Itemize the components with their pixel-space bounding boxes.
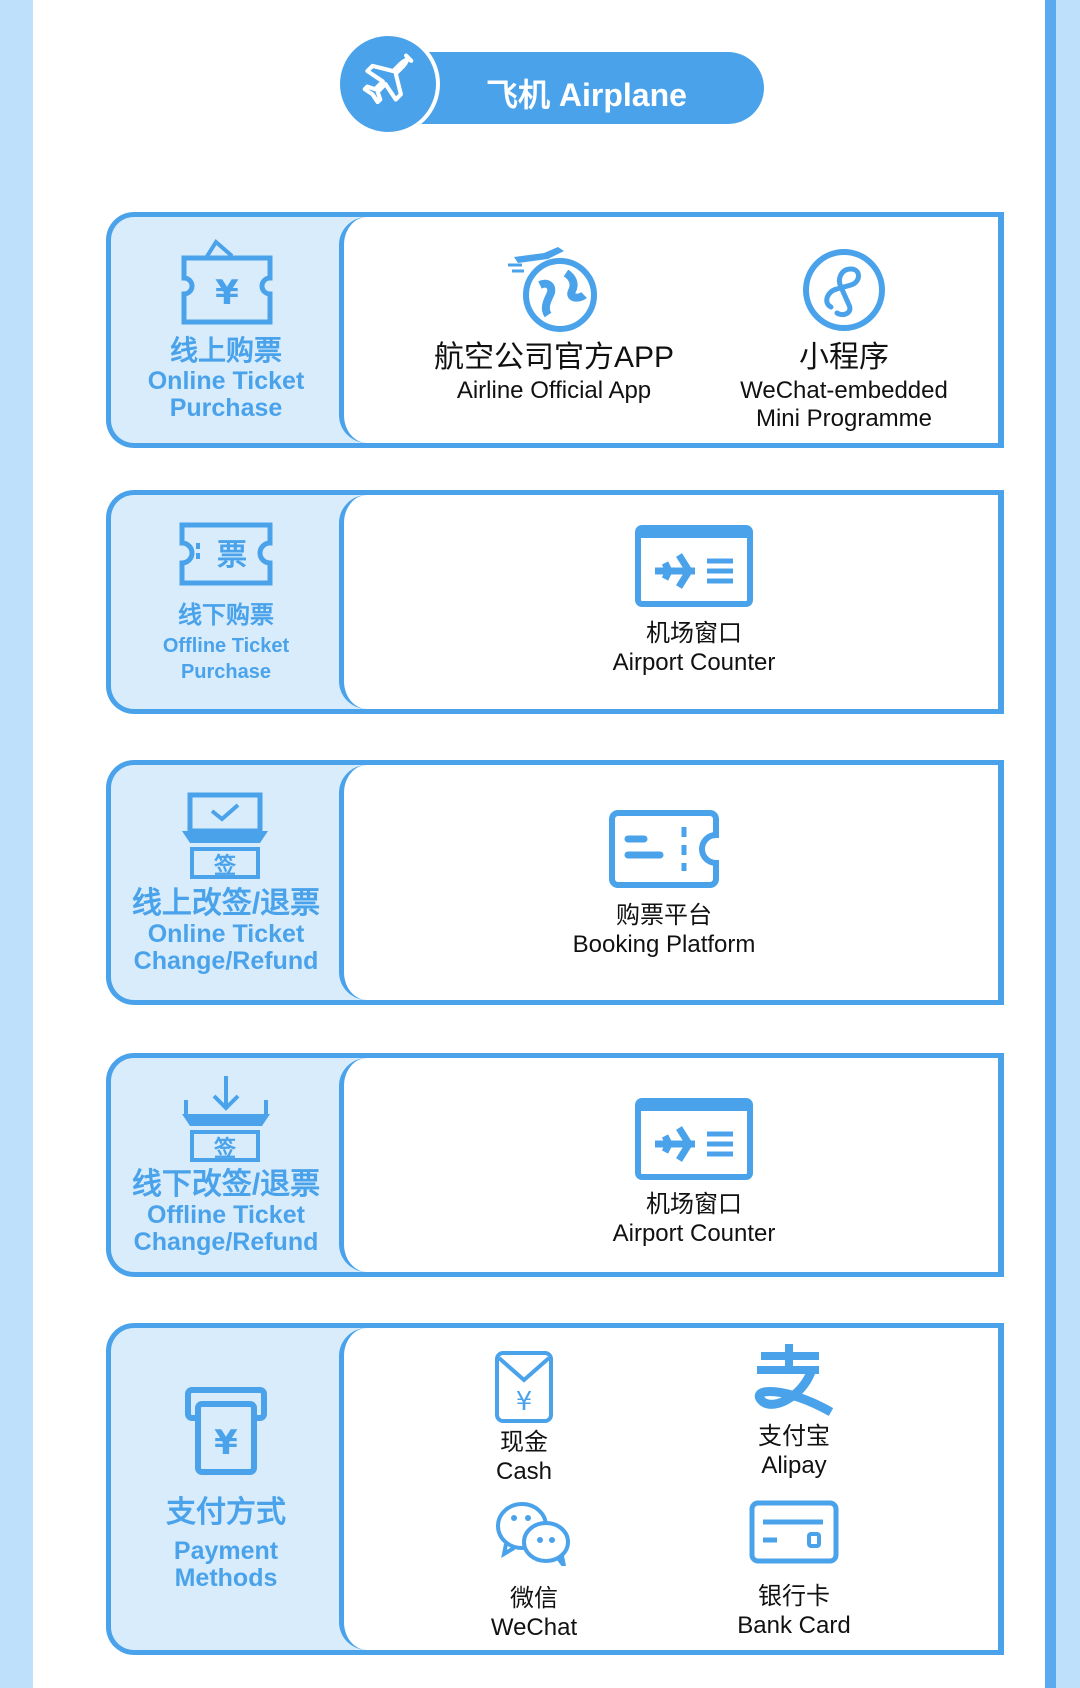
section-options: 机场窗口 Airport Counter xyxy=(339,495,998,709)
laptop-sign-icon: 签 xyxy=(182,792,268,879)
label-en2: Change/Refund xyxy=(133,1228,319,1256)
svg-text:¥: ¥ xyxy=(516,1387,533,1417)
section-options: 购票平台 Booking Platform xyxy=(339,765,998,1000)
label-en1: Online Ticket xyxy=(147,919,305,948)
label-en1: Offline Ticket xyxy=(162,635,290,657)
section-label: ¥ 线上购票 Online Ticket Purchase xyxy=(111,217,341,443)
ticket-platform-icon xyxy=(609,810,719,888)
option-mini-program[interactable]: 小程序 WeChat-embedded Mini Programme xyxy=(704,245,984,433)
option-en: Alipay xyxy=(761,1452,827,1479)
option-en: Cash xyxy=(495,1458,553,1485)
option-cash[interactable]: ¥ 现金 Cash xyxy=(454,1350,594,1486)
cash-envelope-icon: ¥ xyxy=(495,1351,553,1423)
section-offline-purchase: 票 线下购票 Offline Ticket Purchase 机场窗口 Airp… xyxy=(106,490,1004,714)
option-en: Airline Official App xyxy=(456,377,652,404)
section-label: 票 线下购票 Offline Ticket Purchase xyxy=(111,495,341,709)
section-label: 签 线上改签/退票 Online Ticket Change/Refund xyxy=(111,765,341,1000)
label-en2: Methods xyxy=(174,1564,278,1592)
download-sign-icon: 签 xyxy=(182,1076,270,1162)
section-payment-methods: ¥ 支付方式 Payment Methods ¥ 现金 Cash 支付宝 Ali… xyxy=(106,1323,1004,1655)
option-zh: 现金 xyxy=(500,1429,548,1456)
option-en: WeChat-embedded xyxy=(740,377,948,404)
label-zh: 线下购票 xyxy=(178,602,274,629)
section-header: 飞机 Airplane xyxy=(336,32,764,136)
boarding-pass-icon xyxy=(635,1098,753,1180)
label-en1: Offline Ticket xyxy=(147,1201,305,1229)
option-airline-app[interactable]: 航空公司官方APP Airline Official App xyxy=(414,245,694,405)
section-label: ¥ 支付方式 Payment Methods xyxy=(111,1328,341,1650)
option-airport-counter[interactable]: 机场窗口 Airport Counter xyxy=(544,525,844,677)
label-en2: Change/Refund xyxy=(133,946,319,975)
option-zh: 银行卡 xyxy=(758,1583,830,1610)
option-en: WeChat xyxy=(490,1614,578,1641)
label-zh: 支付方式 xyxy=(166,1496,286,1529)
icon-glyph: 签 xyxy=(213,1136,237,1162)
section-label: 签 线下改签/退票 Offline Ticket Change/Refund xyxy=(111,1058,341,1272)
option-en: Booking Platform xyxy=(572,931,756,958)
icon-glyph: 票 xyxy=(217,538,247,573)
icon-glyph: 签 xyxy=(213,853,237,879)
option-en2: Mini Programme xyxy=(755,405,933,432)
atm-yen-icon: ¥ xyxy=(185,1387,267,1475)
airplane-icon xyxy=(336,32,440,136)
option-airport-counter[interactable]: 机场窗口 Airport Counter xyxy=(544,1098,844,1248)
ticket-piao-icon: 票 xyxy=(179,522,273,586)
svg-text:¥: ¥ xyxy=(214,1423,238,1463)
label-zh: 线上改签/退票 xyxy=(131,886,321,920)
option-en: Bank Card xyxy=(737,1612,851,1639)
option-alipay[interactable]: 支付宝 Alipay xyxy=(724,1342,864,1480)
label-en2: Purchase xyxy=(169,394,283,422)
label-en1: Payment xyxy=(173,1537,279,1565)
ticket-yen-icon: ¥ xyxy=(181,238,273,325)
section-offline-change: 签 线下改签/退票 Offline Ticket Change/Refund 机… xyxy=(106,1053,1004,1277)
option-zh: 购票平台 xyxy=(616,902,712,929)
option-bank-card[interactable]: 银行卡 Bank Card xyxy=(704,1500,884,1640)
wechat-icon xyxy=(496,1502,570,1566)
mini-program-icon xyxy=(803,249,885,331)
option-zh: 机场窗口 xyxy=(646,620,742,647)
section-options: ¥ 现金 Cash 支付宝 Alipay 微信 WeChat 银行卡 Bank … xyxy=(339,1328,998,1650)
label-en1: Online Ticket xyxy=(147,367,305,395)
right-border xyxy=(1045,0,1056,1688)
option-zh: 航空公司官方APP xyxy=(433,341,675,374)
globe-plane-icon xyxy=(508,247,597,332)
boarding-pass-icon xyxy=(635,525,753,607)
option-zh: 小程序 xyxy=(799,341,889,374)
label-zh: 线上购票 xyxy=(169,335,282,366)
option-zh: 支付宝 xyxy=(758,1423,830,1450)
alipay-icon xyxy=(754,1344,834,1416)
section-online-change: 签 线上改签/退票 Online Ticket Change/Refund 购票… xyxy=(106,760,1004,1005)
label-en2: Purchase xyxy=(180,661,272,683)
label-zh: 线下改签/退票 xyxy=(131,1168,321,1201)
bank-card-icon xyxy=(749,1500,839,1564)
option-zh: 微信 xyxy=(510,1585,558,1612)
header-title: 飞机 Airplane xyxy=(486,77,687,113)
section-online-purchase: ¥ 线上购票 Online Ticket Purchase 航空公司官方APP … xyxy=(106,212,1004,448)
option-en: Airport Counter xyxy=(612,1220,776,1247)
option-wechat[interactable]: 微信 WeChat xyxy=(454,1500,614,1642)
section-options: 机场窗口 Airport Counter xyxy=(339,1058,998,1272)
svg-text:¥: ¥ xyxy=(215,273,239,313)
option-zh: 机场窗口 xyxy=(646,1191,742,1218)
option-en: Airport Counter xyxy=(612,649,776,676)
section-options: 航空公司官方APP Airline Official App 小程序 WeCha… xyxy=(339,217,998,443)
option-booking-platform[interactable]: 购票平台 Booking Platform xyxy=(514,809,814,959)
header-pill xyxy=(386,52,764,124)
